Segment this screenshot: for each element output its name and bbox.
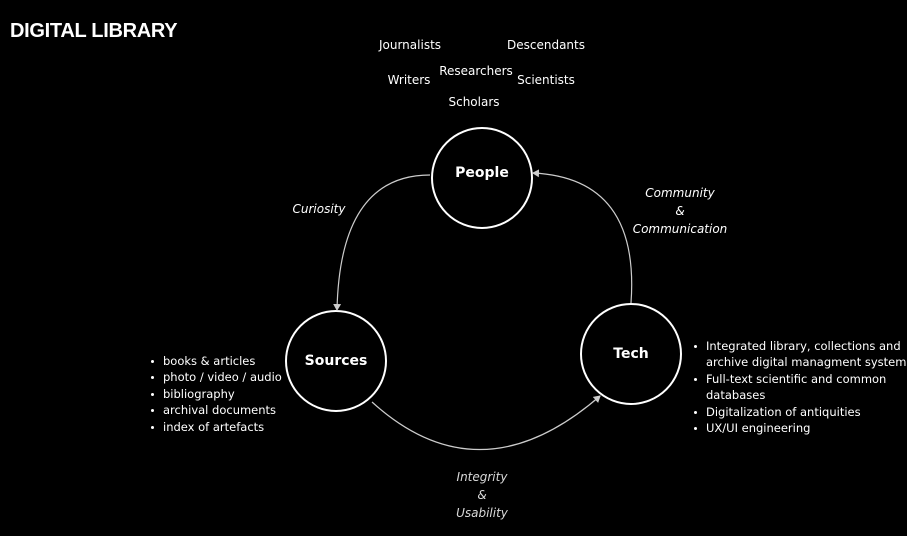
people-role-scholars: Scholars xyxy=(448,95,500,109)
integrity-arrow xyxy=(371,395,601,451)
sources-list: books & articles photo / video / audio b… xyxy=(149,353,282,435)
flow-label-community: Community & Communication xyxy=(633,184,728,238)
flow-community-line-3: Communication xyxy=(632,222,728,236)
people-node-circle xyxy=(431,127,533,229)
list-item: archival documents xyxy=(149,402,282,418)
sources-node-label: Sources xyxy=(304,353,368,369)
list-item-continuation: archive digital managment system xyxy=(706,355,907,370)
list-item: Integrated library, collections and xyxy=(692,338,906,354)
list-item: photo / video / audio xyxy=(149,369,282,385)
list-item: Digitalization of antiquities xyxy=(692,404,906,420)
flow-label-curiosity: Curiosity xyxy=(293,200,346,218)
people-role-scientists: Scientists xyxy=(517,73,575,87)
tech-list: Integrated library, collections and arch… xyxy=(692,338,906,436)
list-item: Full-text scientific and common xyxy=(692,371,906,387)
tech-node-circle xyxy=(580,303,682,405)
people-node-label: People xyxy=(455,165,509,181)
flow-community-line-1: Community xyxy=(645,186,715,200)
flow-curiosity-text: Curiosity xyxy=(292,202,346,216)
flow-label-integrity: Integrity & Usability xyxy=(456,468,508,522)
people-role-researchers: Researchers xyxy=(439,64,513,78)
list-item-continuation: databases xyxy=(706,388,766,403)
tech-node-label: Tech xyxy=(613,346,649,362)
sources-node-circle xyxy=(285,310,387,412)
list-item: bibliography xyxy=(149,386,282,402)
flow-integrity-line-3: Usability xyxy=(456,506,508,520)
page-title: DIGITAL LIBRARY xyxy=(10,20,178,42)
flow-integrity-line-1: Integrity xyxy=(456,470,508,484)
list-item: books & articles xyxy=(149,353,282,369)
curiosity-arrow xyxy=(333,174,431,311)
people-role-writers: Writers xyxy=(387,73,431,87)
flow-community-line-2: & xyxy=(675,204,685,218)
people-role-journalists: Journalists xyxy=(378,38,442,52)
people-role-descendants: Descendants xyxy=(507,38,585,52)
list-item: index of artefacts xyxy=(149,419,282,435)
list-item: UX/UI engineering xyxy=(692,420,906,436)
community-arrow xyxy=(532,169,633,304)
flow-integrity-line-2: & xyxy=(477,488,487,502)
